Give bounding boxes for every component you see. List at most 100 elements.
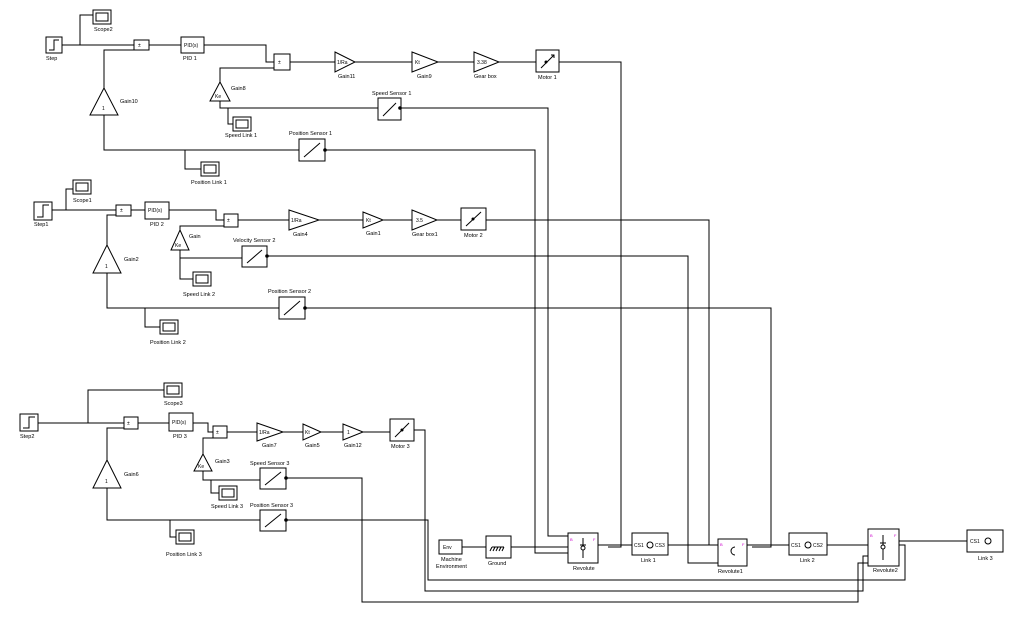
gain-label-kt: Gain1 [366,231,381,237]
svg-text:CS1: CS1 [791,543,801,549]
gear-box-label: Gain12 [344,443,362,449]
pid-label: PID 3 [173,434,187,440]
svg-text:Ke: Ke [175,243,181,249]
svg-text:Ke: Ke [215,94,221,100]
position-scope-block[interactable] [159,319,179,335]
svg-text:±: ± [278,60,281,66]
position-scope-label: Position Link 2 [150,340,186,346]
gain-block-ra[interactable]: 1/Ra [334,51,357,73]
gain-label-ra: Gain4 [293,232,308,238]
speed-sensor-label: Speed Sensor 3 [250,461,289,467]
speed-scope-label: Speed Link 2 [183,292,215,298]
motor-block[interactable] [389,418,415,442]
svg-text:B: B [720,542,723,547]
svg-text:Env: Env [443,545,452,551]
ke-gain-block[interactable]: Ke [209,80,231,102]
svg-text:3.5: 3.5 [416,218,423,224]
motor-label: Motor 1 [538,75,557,81]
speed-sensor-label: Speed Sensor 1 [372,91,411,97]
speed-sensor-block[interactable] [377,97,402,121]
step-label: Step1 [34,222,48,228]
pid-label: PID 1 [183,56,197,62]
revolute-block[interactable]: B F [567,532,599,564]
svg-text:PID(s): PID(s) [172,420,187,426]
link-3-label: Link 3 [978,556,993,562]
position-gain-block[interactable]: 1 [92,458,122,489]
speed-scope-label: Speed Link 1 [225,133,257,139]
speed-scope-block[interactable] [192,271,212,287]
position-gain-block[interactable]: 1 [89,86,119,116]
sum-block-inner[interactable]: ± [212,425,228,439]
gain-block-kt[interactable]: Kt [362,211,385,229]
position-gain-block[interactable]: 1 [92,243,122,274]
position-sensor-block[interactable] [298,138,327,162]
gain-block-kt[interactable]: Kt [411,51,440,73]
pid-block[interactable]: PID(s) [180,36,205,54]
position-scope-block[interactable] [175,529,195,545]
sum-block[interactable]: ± [115,204,132,217]
position-scope-block[interactable] [200,161,220,177]
sum-block[interactable]: ± [123,416,139,430]
step-block[interactable] [45,36,63,54]
link-2-block[interactable]: CS1 CS2 [788,532,828,556]
sum-block[interactable]: ± [133,39,150,51]
motor-block[interactable] [460,207,487,231]
speed-scope-block[interactable] [232,116,252,132]
link-1-label: Link 1 [641,558,656,564]
svg-text:±: ± [138,43,141,49]
svg-text:B: B [870,533,873,538]
link-3-block[interactable]: CS1 [966,529,1004,553]
speed-sensor-block[interactable] [241,245,269,268]
position-sensor-block[interactable] [259,509,288,532]
step-block[interactable] [19,413,39,432]
gear-box-block[interactable]: 1 [342,423,365,441]
speed-sensor-block[interactable] [259,467,288,490]
gain-block-ra[interactable]: 1/Ra [288,209,321,231]
gear-box-label: Gear box1 [412,232,438,238]
position-scope-label: Position Link 1 [191,180,227,186]
speed-scope-block[interactable] [218,485,238,501]
row-2: Step1 Scope1 ± PID(s) PID 2 ± 1/Ra Gain4… [33,179,487,346]
motor-block[interactable] [535,49,560,73]
link-1-block[interactable]: CS1 CS3 [631,532,669,556]
position-sensor-block[interactable] [278,296,307,320]
svg-text:F: F [593,537,596,542]
pid-block[interactable]: PID(s) [144,201,170,220]
svg-text:Kt: Kt [415,60,420,66]
motor-label: Motor 2 [464,233,483,239]
ke-gain-block[interactable]: Ke [170,228,190,251]
sum-block-inner[interactable]: ± [273,53,291,71]
gear-box-block[interactable]: 3.5 [411,209,439,231]
gain-label-kt: Gain5 [305,443,320,449]
machine-environment-label-2: Environment [436,564,467,570]
revolute2-block[interactable]: B F [867,528,900,567]
ground-block[interactable] [485,535,512,559]
pid-block[interactable]: PID(s) [168,412,194,432]
row-3: Step2 Scope3 ± PID(s) PID 3 ± 1/Ra Gain7… [19,382,415,558]
gain-block-ra[interactable]: 1/Ra [256,422,285,442]
step-block[interactable] [33,201,53,221]
gain-label-ra: Gain7 [262,443,277,449]
svg-text:1: 1 [105,479,108,485]
gear-box-label: Gear box [474,74,497,80]
scope-label: Scope3 [164,401,183,407]
svg-text:CS3: CS3 [655,543,665,549]
position-sensor-label: Position Sensor 3 [250,503,293,509]
svg-text:±: ± [127,421,130,427]
scope-block[interactable] [72,179,92,195]
pid-label: PID 2 [150,222,164,228]
scope-block[interactable] [92,9,112,25]
svg-text:CS1: CS1 [634,543,644,549]
gear-box-block[interactable]: 3.38 [473,51,501,73]
gain-block-kt[interactable]: Kt [302,423,323,441]
sum-block-inner[interactable]: ± [223,213,239,228]
svg-text:F: F [742,542,745,547]
scope-block[interactable] [163,382,183,398]
svg-text:Kt: Kt [305,430,310,436]
revolute1-block[interactable]: B F [717,538,748,567]
machine-environment-block[interactable]: Env [438,539,463,555]
svg-text:PID(s): PID(s) [148,208,163,214]
ke-gain-block[interactable]: Ke [193,452,213,472]
position-gain-label: Gain6 [124,472,139,478]
